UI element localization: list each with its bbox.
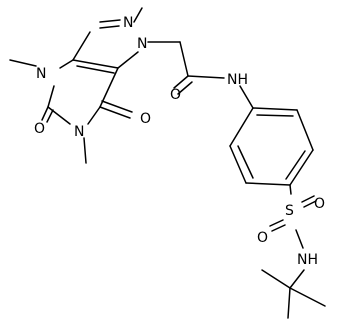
atom-amide-o: O [170, 87, 181, 103]
bond-s-o2-double [303, 200, 317, 208]
bond-c6-o6-double [101, 100, 133, 113]
bond-co-o [173, 75, 189, 89]
bond-co-o-double [177, 81, 193, 95]
bond-ring-s [289, 184, 292, 195]
bond-nh-ring [239, 85, 254, 109]
atom-n3: N [36, 66, 46, 82]
atom-n9: N [137, 36, 147, 52]
bond-c8-n9 [99, 19, 121, 23]
bond-c6-o6 [99, 106, 131, 119]
bond-cq-me1 [261, 269, 291, 289]
atom-sulfonyl-o1: O [257, 230, 268, 246]
bond-n9-c4 [72, 31, 91, 61]
bond-cq-me2 [289, 287, 326, 307]
atom-n1: N [74, 124, 84, 140]
bond-c4-c5 [72, 59, 119, 69]
atom-o2: O [34, 121, 45, 137]
bond-c5-n7 [117, 51, 139, 69]
bond-c2-n1 [47, 106, 71, 125]
atom-amide-nh: NH [227, 72, 248, 88]
bond-s-nh [295, 229, 304, 249]
bond-ring-4 [245, 182, 291, 186]
bond-c2-o2 [41, 106, 49, 121]
bond-ring-5 [229, 145, 247, 184]
atom-sulfonamide-nh: NH [297, 252, 318, 268]
bond-ring-1 [252, 107, 298, 111]
bond-c2-o2-double [46, 109, 54, 123]
bond-s-o2 [301, 195, 315, 203]
bond-c8-n9-inner [99, 25, 120, 29]
bond-ring-3 [289, 149, 314, 186]
bond-cq-me3 [287, 287, 291, 319]
bond-n3-c2 [47, 85, 55, 108]
bond-c6-c5 [99, 67, 119, 108]
bonds [9, 7, 326, 319]
bond-n7-c8 [133, 7, 143, 23]
bond-s-o1-double [271, 224, 286, 232]
atom-sulfonyl-s: S [285, 203, 294, 219]
bond-ring-5-inner [237, 145, 254, 179]
bond-ring-1-inner [256, 114, 294, 117]
atom-o6: O [140, 111, 151, 127]
bond-ring-3-inner [285, 150, 306, 180]
bond-n1-c6 [87, 106, 101, 125]
bond-ring-2 [296, 109, 314, 151]
bond-n3-methyl [9, 59, 37, 67]
atom-n7: N [123, 15, 133, 31]
bond-ch2-co [179, 41, 189, 77]
bond-n1-methyl [83, 137, 87, 164]
bond-c4-n3 [59, 59, 74, 69]
bond-nh-cq [289, 269, 305, 289]
bond-co-nh [187, 75, 225, 79]
bond-c4-c5-inner [76, 65, 115, 74]
atom-labels: N N N N O O O NH S O O NH [34, 15, 325, 268]
bond-ring-6 [229, 107, 254, 147]
bond-s-o1 [269, 219, 284, 227]
atom-sulfonyl-o2: O [314, 196, 325, 212]
